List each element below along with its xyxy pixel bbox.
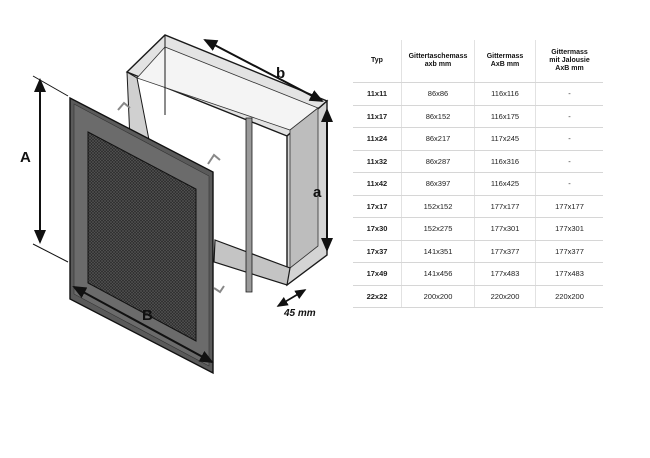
mounting-spring [117,101,131,111]
header-pocket-size: Gittertaschemass axb mm [401,40,475,83]
cell-louvre-size: - [535,105,603,128]
cell-pocket-size: 86x287 [401,150,475,173]
dim-line-depth [276,289,307,307]
mounting-spring [213,285,225,294]
dim-label-a: a [313,184,322,201]
cell-typ: 11x17 [353,105,402,128]
dim-line-b [203,39,324,102]
cell-grid-size: 177x301 [474,217,536,241]
cell-pocket-size: 152x275 [401,217,475,241]
cell-pocket-size: 86x397 [401,172,475,196]
cell-louvre-size: 177x483 [535,262,603,286]
cell-pocket-size: 86x217 [401,127,475,151]
cell-grid-size: 116x116 [474,82,536,106]
cell-grid-size: 117x245 [474,127,536,151]
cell-louvre-size: - [535,150,603,173]
cell-pocket-size: 200x200 [401,285,475,308]
grille-drawing: A B b a 45 mm [20,34,333,375]
cell-grid-size: 177x177 [474,195,536,218]
cell-typ: 11x11 [353,82,402,106]
cell-grid-size: 116x425 [474,172,536,196]
cell-louvre-size: 177x177 [535,195,603,218]
header-grid-size: Gittermass AxB mm [474,40,536,83]
cell-typ: 17x49 [353,262,402,286]
cell-grid-size: 177x483 [474,262,536,286]
cell-louvre-size: - [535,127,603,151]
cell-louvre-size: 177x377 [535,240,603,263]
cell-typ: 17x17 [353,195,402,218]
cell-louvre-size: - [535,82,603,106]
cell-typ: 11x32 [353,150,402,173]
cell-pocket-size: 141x351 [401,240,475,263]
cell-louvre-size: - [535,172,603,196]
dim-label-b: b [276,65,285,82]
cell-typ: 17x30 [353,217,402,241]
cell-louvre-size: 220x200 [535,285,603,308]
dim-line-B [72,286,214,363]
cell-typ: 11x42 [353,172,402,196]
header-louvre-size: Gittermass mit Jalousie AxB mm [535,40,603,83]
dim-label-B: B [142,307,153,324]
dim-label-depth: 45 mm [283,308,316,319]
table-header-row: Typ Gittertaschemass axb mm Gittermass A… [353,40,603,83]
cell-grid-size: 177x377 [474,240,536,263]
cell-typ: 17x37 [353,240,402,263]
cell-pocket-size: 141x456 [401,262,475,286]
header-typ: Typ [353,40,402,83]
cell-pocket-size: 86x152 [401,105,475,128]
dim-label-A: A [20,149,31,166]
dimension-table: Typ Gittertaschemass axb mm Gittermass A… [353,40,603,308]
cell-pocket-size: 152x152 [401,195,475,218]
cell-grid-size: 116x175 [474,105,536,128]
cell-louvre-size: 177x301 [535,217,603,241]
mounting-spring [207,153,221,165]
cell-typ: 22x22 [353,285,402,308]
cell-grid-size: 220x200 [474,285,536,308]
grille-front-plate [69,96,225,375]
cell-pocket-size: 86x86 [401,82,475,106]
cell-grid-size: 116x316 [474,150,536,173]
cell-typ: 11x24 [353,127,402,151]
